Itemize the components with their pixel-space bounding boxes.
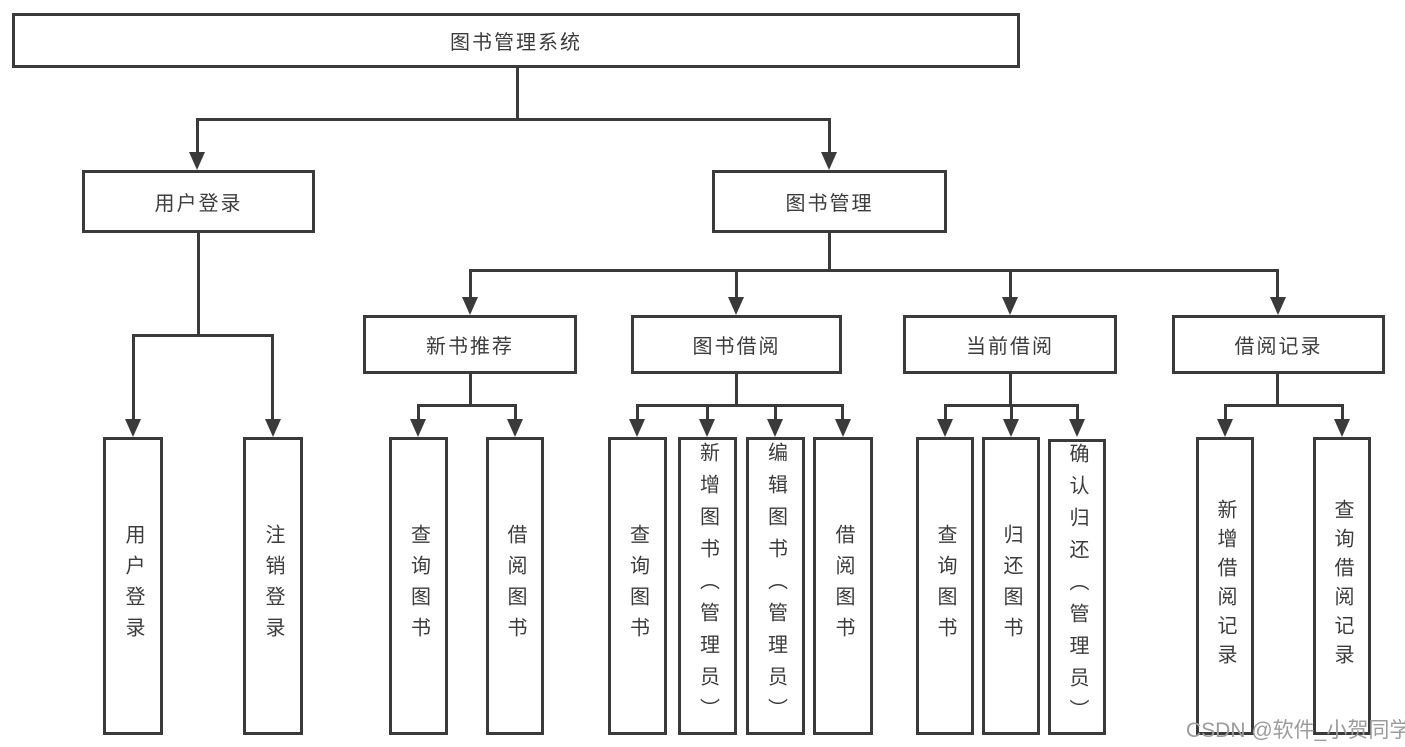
leaf-add-borrow-record: 新增借阅记录 bbox=[1196, 437, 1254, 735]
connector-records-branch bbox=[1224, 404, 1344, 407]
node-root-label: 图书管理系统 bbox=[450, 32, 582, 54]
connector-borrow-stem bbox=[735, 374, 738, 407]
leaf-query-borrow-record-label: 查询借阅记录 bbox=[1331, 499, 1353, 673]
connector-line bbox=[1009, 269, 1012, 299]
connector-bookmgmt-branch bbox=[469, 269, 1279, 272]
connector-line bbox=[944, 404, 947, 422]
connector-line bbox=[417, 404, 420, 422]
arrowhead-icon bbox=[265, 419, 281, 437]
arrowhead-icon bbox=[1069, 419, 1085, 437]
connector-line bbox=[774, 404, 777, 422]
node-book-management-label: 图书管理 bbox=[785, 193, 874, 215]
connector-line bbox=[636, 404, 639, 422]
leaf-query-books-borrow: 查询图书 bbox=[608, 437, 667, 735]
connector-line bbox=[1224, 404, 1227, 422]
connector-root-branch bbox=[196, 118, 831, 121]
connector-records-stem bbox=[1276, 374, 1279, 407]
leaf-query-books-newbook-label: 查询图书 bbox=[407, 524, 430, 648]
leaf-return-books-label: 归还图书 bbox=[1000, 524, 1022, 648]
leaf-add-books-admin: 新增图书（管理员） bbox=[678, 437, 737, 735]
connector-line bbox=[196, 118, 199, 154]
leaf-user-login: 用户登录 bbox=[103, 437, 163, 735]
leaf-add-borrow-record-label: 新增借阅记录 bbox=[1214, 499, 1236, 673]
arrowhead-icon bbox=[767, 419, 783, 437]
arrowhead-icon bbox=[462, 297, 478, 315]
connector-line bbox=[1010, 404, 1013, 422]
node-user-login-label: 用户登录 bbox=[154, 193, 243, 215]
leaf-return-books: 归还图书 bbox=[982, 437, 1040, 735]
leaf-query-books-newbook: 查询图书 bbox=[389, 437, 448, 735]
connector-line bbox=[469, 269, 472, 299]
leaf-borrow-books-newbook-label: 借阅图书 bbox=[504, 524, 526, 648]
csdn-watermark: CSDN @软件_小贺同学 bbox=[1186, 719, 1405, 742]
leaf-query-books-borrow-label: 查询图书 bbox=[626, 524, 649, 648]
connector-login-stem bbox=[197, 233, 200, 337]
node-book-borrowing: 图书借阅 bbox=[631, 315, 842, 374]
node-user-login: 用户登录 bbox=[82, 170, 315, 233]
connector-line bbox=[132, 334, 135, 420]
leaf-logout-label: 注销登录 bbox=[262, 524, 284, 648]
connector-borrow-branch bbox=[636, 404, 844, 407]
leaf-confirm-return-admin: 确认归还（管理员） bbox=[1048, 439, 1106, 735]
arrowhead-icon bbox=[189, 152, 205, 170]
arrowhead-icon bbox=[507, 419, 523, 437]
leaf-query-books-current-label: 查询图书 bbox=[934, 524, 956, 648]
node-borrowing-records: 借阅记录 bbox=[1172, 315, 1385, 374]
arrowhead-icon bbox=[937, 419, 953, 437]
connector-current-stem bbox=[1009, 374, 1012, 407]
arrowhead-icon bbox=[410, 419, 426, 437]
arrowhead-icon bbox=[1002, 297, 1018, 315]
connector-line bbox=[706, 404, 709, 422]
arrowhead-icon bbox=[835, 419, 851, 437]
arrowhead-icon bbox=[629, 419, 645, 437]
leaf-borrow-books-newbook: 借阅图书 bbox=[486, 437, 544, 735]
connector-line bbox=[271, 334, 274, 420]
connector-newbook-stem bbox=[469, 374, 472, 407]
node-current-borrowing: 当前借阅 bbox=[903, 315, 1117, 374]
leaf-user-login-label: 用户登录 bbox=[122, 524, 144, 648]
arrowhead-icon bbox=[125, 419, 141, 437]
connector-login-branch bbox=[132, 334, 274, 337]
connector-line bbox=[841, 404, 844, 422]
leaf-query-borrow-record: 查询借阅记录 bbox=[1313, 437, 1371, 735]
leaf-query-books-current: 查询图书 bbox=[916, 437, 974, 735]
arrowhead-icon bbox=[1270, 297, 1286, 315]
node-new-book-recommend-label: 新书推荐 bbox=[426, 336, 514, 358]
connector-root-stem bbox=[516, 68, 519, 118]
arrowhead-icon bbox=[1217, 419, 1233, 437]
node-book-borrowing-label: 图书借阅 bbox=[692, 336, 781, 358]
leaf-edit-books-admin-label: 编辑图书（管理员） bbox=[764, 442, 787, 730]
arrowhead-icon bbox=[1003, 419, 1019, 437]
node-borrowing-records-label: 借阅记录 bbox=[1234, 336, 1323, 358]
leaf-borrow-books-label: 借阅图书 bbox=[832, 524, 854, 648]
arrowhead-icon bbox=[728, 297, 744, 315]
node-root: 图书管理系统 bbox=[12, 13, 1020, 68]
connector-line bbox=[514, 404, 517, 422]
leaf-add-books-admin-label: 新增图书（管理员） bbox=[696, 442, 719, 730]
leaf-confirm-return-admin-label: 确认归还（管理员） bbox=[1066, 443, 1088, 731]
connector-line bbox=[1276, 269, 1279, 299]
connector-line bbox=[828, 118, 831, 154]
leaf-logout: 注销登录 bbox=[243, 437, 303, 735]
arrowhead-icon bbox=[821, 152, 837, 170]
connector-line bbox=[1076, 404, 1079, 422]
connector-newbook-branch bbox=[417, 404, 517, 407]
connector-bookmgmt-stem bbox=[828, 233, 831, 272]
connector-line bbox=[1341, 404, 1344, 422]
arrowhead-icon bbox=[699, 419, 715, 437]
connector-line bbox=[735, 269, 738, 299]
arrowhead-icon bbox=[1334, 419, 1350, 437]
leaf-borrow-books: 借阅图书 bbox=[813, 437, 873, 735]
node-current-borrowing-label: 当前借阅 bbox=[966, 336, 1054, 358]
leaf-edit-books-admin: 编辑图书（管理员） bbox=[746, 437, 805, 735]
node-book-management: 图书管理 bbox=[712, 170, 947, 233]
node-new-book-recommend: 新书推荐 bbox=[363, 315, 577, 374]
